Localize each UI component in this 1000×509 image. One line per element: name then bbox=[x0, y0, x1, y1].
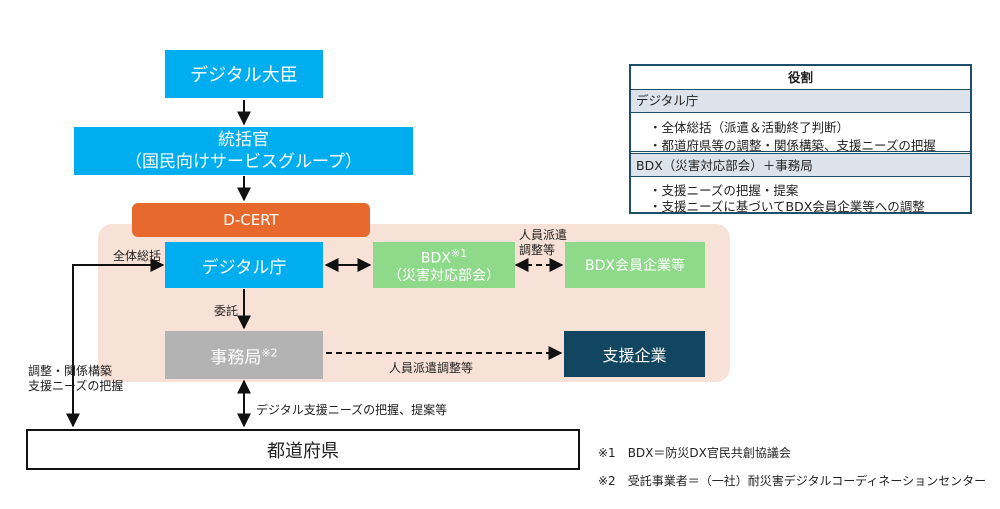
dispatch-coord-label: 人員派遣調整等 bbox=[389, 361, 474, 375]
secretariat-footnote-mark: ※2 bbox=[261, 345, 278, 359]
support-company-label: 支援企業 bbox=[602, 346, 667, 365]
prefecture-label: 都道府県 bbox=[267, 440, 339, 462]
digital-agency-box: デジタル庁 bbox=[165, 242, 323, 288]
secretariat-title: 事務局※2 bbox=[210, 343, 277, 368]
roles-legend: 役割 デジタル庁 ・全体総括（派遣＆活動終了判断） ・都道府県等の調整・関係構築… bbox=[629, 64, 972, 214]
secretariat-label: 事務局 bbox=[210, 347, 262, 368]
bdx-sublabel: （災害対応部会） bbox=[388, 268, 500, 285]
dispatch-label-line1: 人員派遣 bbox=[519, 228, 568, 242]
bdx-box: BDX※1 （災害対応部会） bbox=[373, 242, 515, 288]
footnote-secretariat: ※2 受託事業者＝（一社）耐災害デジタルコーディネーションセンター bbox=[598, 474, 987, 488]
coordination-label: 調整・関係構築 支援ニーズの把握 bbox=[28, 364, 123, 394]
footnote-bdx: ※1 BDX＝防災DX官民共創協議会 bbox=[598, 446, 791, 460]
supervisor-box: 統括官 （国民向けサービスグループ） bbox=[74, 127, 413, 175]
legend-item: ・支援ニーズの把握・提案 bbox=[649, 183, 799, 198]
dcert-box: D-CERT bbox=[132, 203, 370, 237]
arrow-agency-prefecture-loop bbox=[66, 258, 165, 428]
legend-section-digital-agency: デジタル庁 bbox=[631, 90, 970, 113]
support-company-box: 支援企業 bbox=[564, 331, 705, 377]
legend-section-bdx: BDX（災害対応部会）＋事務局 bbox=[631, 153, 970, 177]
bdx-title: BDX※1 bbox=[421, 245, 467, 268]
dispatch-label: 人員派遣 調整等 bbox=[519, 228, 567, 258]
supervisor-sublabel: （国民向けサービスグループ） bbox=[125, 152, 362, 172]
commission-label: 委託 bbox=[214, 304, 239, 318]
digital-support-label: デジタル支援ニーズの把握、提案等 bbox=[256, 403, 448, 417]
minister-label: デジタル大臣 bbox=[190, 65, 298, 86]
legend-item: ・都道府県等の調整・関係構築、支援ニーズの把握 bbox=[631, 135, 970, 153]
legend-item: ・支援ニーズに基づいてBDX会員企業等への調整 bbox=[649, 199, 925, 214]
legend-title: 役割 bbox=[631, 66, 970, 90]
bdx-members-label: BDX会員企業等 bbox=[585, 258, 685, 274]
minister-box: デジタル大臣 bbox=[165, 50, 323, 98]
bdx-label: BDX bbox=[420, 250, 451, 267]
secretariat-box: 事務局※2 bbox=[165, 331, 323, 379]
coordination-label-line1: 調整・関係構築 bbox=[28, 364, 113, 378]
bdx-footnote-mark: ※1 bbox=[450, 246, 468, 260]
dispatch-label-line2: 調整等 bbox=[519, 243, 556, 257]
prefecture-box: 都道府県 bbox=[26, 429, 580, 470]
digital-agency-label: デジタル庁 bbox=[201, 257, 287, 278]
legend-item: ・全体総括（派遣＆活動終了判断） bbox=[649, 120, 850, 135]
coordination-label-line2: 支援ニーズの把握 bbox=[28, 379, 124, 393]
bdx-members-box: BDX会員企業等 bbox=[565, 242, 705, 288]
dcert-label: D-CERT bbox=[223, 211, 279, 229]
supervisor-label: 統括官 bbox=[218, 130, 269, 150]
overall-label: 全体総括 bbox=[113, 249, 162, 263]
